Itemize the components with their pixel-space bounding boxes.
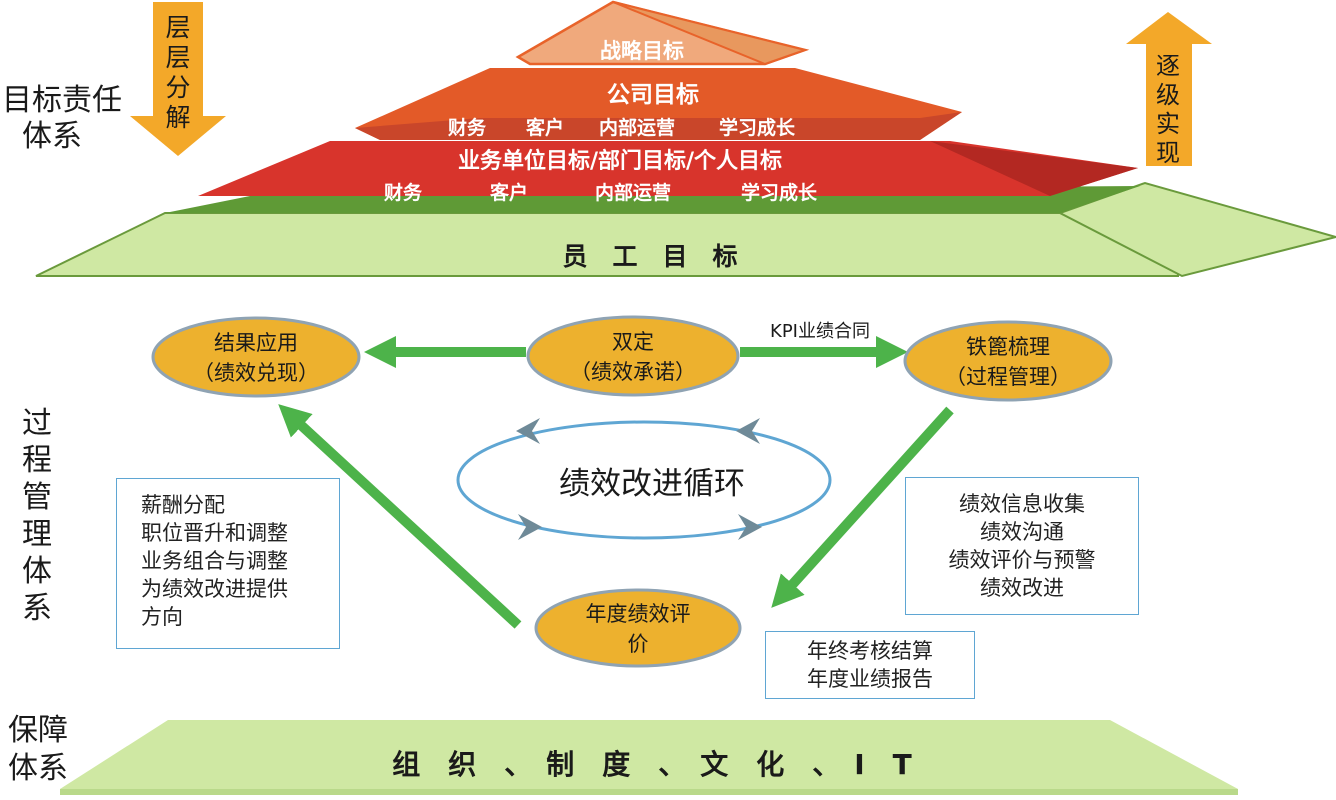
svg-text:年度绩效评: 年度绩效评 <box>586 602 691 626</box>
cycle-center-label: 绩效改进循环 <box>559 466 745 502</box>
kpi-contract-label: KPI业绩合同 <box>770 321 870 342</box>
arrow-annual-to-result <box>278 404 522 629</box>
chevron-left-icon <box>516 418 540 444</box>
node-double-commitment: 双定 （绩效承诺） <box>526 315 740 397</box>
business-sub-operation: 内部运营 <box>595 181 671 204</box>
cycle-arrows <box>278 335 954 629</box>
svg-text:（绩效兑现）: （绩效兑现） <box>193 361 319 385</box>
chevron-left-icon <box>736 418 760 444</box>
left-info-box: 薪酬分配 职位晋升和调整 业务组合与调整 为绩效改进提供 方向 <box>116 478 340 649</box>
node-result-application: 结果应用 （绩效兑现） <box>151 316 361 398</box>
company-goal-label: 公司目标 <box>607 82 699 108</box>
decompose-label-3: 解 <box>165 103 190 132</box>
center-cycle-loop <box>456 418 832 540</box>
business-sub-customer: 客户 <box>490 181 528 204</box>
support-bar-label: 组 织 、 制 度 、 文 化 、 I T <box>392 748 912 781</box>
svg-text:（过程管理）: （过程管理） <box>945 365 1071 389</box>
realize-label-3: 现 <box>1156 139 1180 167</box>
svg-text:（绩效承诺）: （绩效承诺） <box>570 360 696 384</box>
support-system-label: 保障 体系 <box>8 713 68 786</box>
business-goal-layer <box>198 141 1138 196</box>
business-goal-label: 业务单位目标/部门目标/个人目标 <box>458 148 782 174</box>
svg-text:铁篦梳理: 铁篦梳理 <box>966 335 1050 359</box>
realize-label-2: 实 <box>1156 110 1180 138</box>
company-goal-layer <box>355 68 962 140</box>
decompose-label-2: 分 <box>165 73 190 102</box>
company-sub-customer: 客户 <box>526 116 564 139</box>
chevron-right-icon <box>738 514 762 540</box>
chevron-right-icon <box>518 514 542 540</box>
company-sub-finance: 财务 <box>448 116 487 139</box>
company-sub-learning: 学习成长 <box>719 116 796 139</box>
realize-label-0: 逐 <box>1156 52 1180 80</box>
node-annual-evaluation: 年度绩效评 价 <box>534 588 742 668</box>
employee-goal-label: 员 工 目 标 <box>562 242 737 271</box>
strategy-goal-label: 战略目标 <box>600 39 684 63</box>
realize-up-arrow <box>1126 12 1212 166</box>
svg-text:双定: 双定 <box>612 330 654 354</box>
svg-text:结果应用: 结果应用 <box>214 331 298 355</box>
decompose-label-0: 层 <box>165 13 190 42</box>
process-system-label: 过 程 管 理 体 系 <box>22 406 52 626</box>
target-system-label: 目标责任 体系 <box>2 83 122 154</box>
realize-label-1: 级 <box>1156 81 1180 109</box>
decompose-down-arrow <box>130 2 226 156</box>
business-sub-finance: 财务 <box>384 181 423 204</box>
right-info-box: 绩效信息收集 绩效沟通 绩效评价与预警 绩效改进 <box>905 477 1139 615</box>
strategy-goal-layer <box>515 0 810 66</box>
company-sub-operation: 内部运营 <box>599 116 675 139</box>
svg-text:价: 价 <box>628 632 649 656</box>
arrow-iron-to-annual <box>771 406 954 608</box>
bottom-info-box: 年终考核结算 年度业绩报告 <box>765 631 975 699</box>
support-system-slab <box>60 720 1238 795</box>
business-sub-learning: 学习成长 <box>741 181 818 204</box>
node-iron-process: 铁篦梳理 （过程管理） <box>903 320 1113 402</box>
decompose-label-1: 层 <box>165 43 190 72</box>
